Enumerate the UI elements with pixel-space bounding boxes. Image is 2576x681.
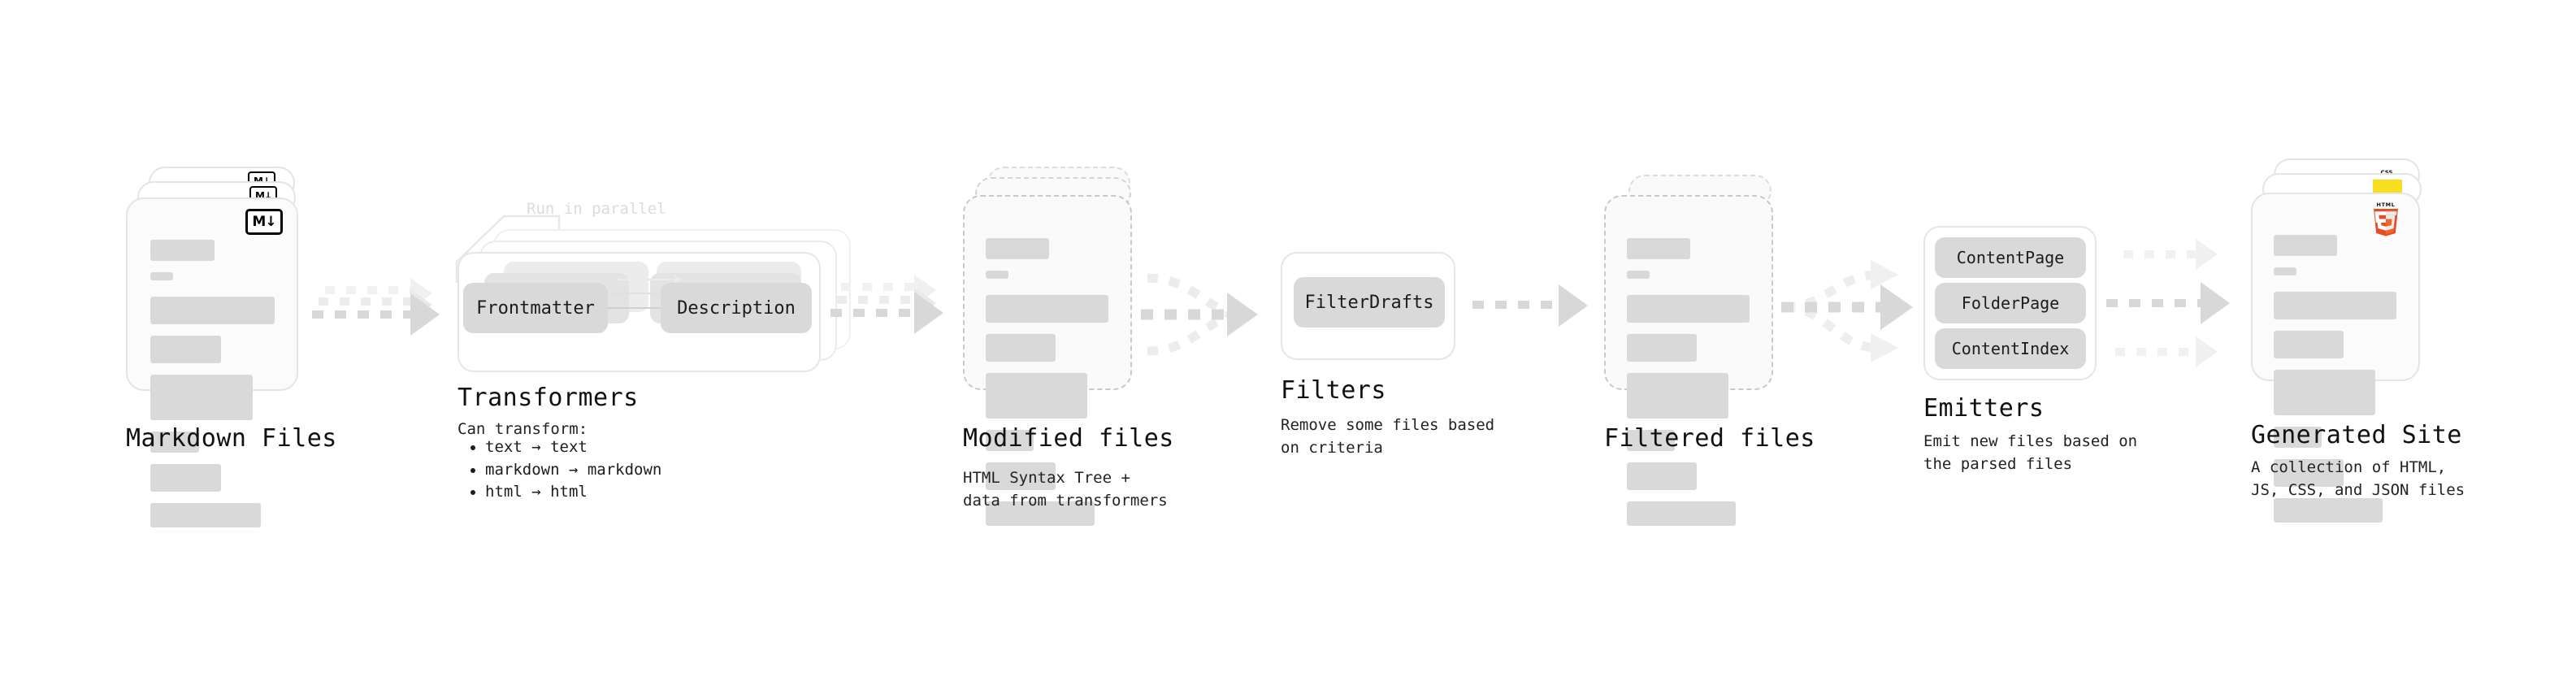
run-in-parallel-label: Run in parallel <box>527 200 666 218</box>
skeleton-bar <box>150 240 215 261</box>
skeleton-bar <box>2274 267 2297 275</box>
transformers-subtitle: Can transform: <box>458 420 588 438</box>
skeleton-bar <box>1627 501 1737 526</box>
arrow-modified-to-filters <box>1141 273 1258 356</box>
modified-skeleton <box>986 238 1112 537</box>
filters-subtitle: Remove some files based on criteria <box>1281 416 1495 457</box>
run-in-parallel-bracket <box>455 215 561 283</box>
skeleton-bar <box>2274 498 2383 523</box>
transformer-chip-frontmatter[interactable]: Frontmatter <box>463 283 608 333</box>
arrow-dash <box>2115 348 2205 356</box>
skeleton-bar <box>150 432 200 453</box>
skeleton-bar <box>1627 238 1690 259</box>
skeleton-bar <box>1627 295 1750 323</box>
arrow-head <box>914 292 943 334</box>
markdown-skeleton <box>150 240 279 539</box>
skeleton-bar <box>986 295 1109 323</box>
arrow-filtered-to-emitters <box>1781 260 1913 362</box>
markdown-files-title: Markdown Files <box>126 424 337 453</box>
skeleton-bar <box>986 334 1056 362</box>
emitter-chip-folderpage[interactable]: FolderPage <box>1935 283 2086 323</box>
arrow-head <box>410 293 440 336</box>
html5-icon: HTML <box>2374 202 2398 236</box>
skeleton-bar <box>1627 430 1676 451</box>
markdown-icon: M↓ <box>245 209 283 235</box>
skeleton-bar <box>2274 331 2344 358</box>
skeleton-bar <box>1627 334 1697 362</box>
skeleton-bar <box>1627 373 1728 419</box>
arrow-dash <box>1472 301 1568 309</box>
arrow-dash <box>837 296 925 304</box>
skeleton-bar <box>150 375 254 420</box>
arrow-head <box>2201 282 2230 324</box>
arrow-head <box>2196 239 2218 270</box>
skeleton-bar <box>2274 370 2375 415</box>
skeleton-bar <box>2274 459 2344 487</box>
list-item: text → text <box>485 436 661 459</box>
generated-site-skeleton <box>2274 235 2400 534</box>
filter-chip-filterdrafts[interactable]: FilterDrafts <box>1294 277 1445 327</box>
svg-text:HTML: HTML <box>2377 202 2396 208</box>
arrow-head <box>2196 336 2218 367</box>
filtered-files-title: Filtered files <box>1604 424 1815 453</box>
skeleton-bar <box>1627 462 1697 490</box>
skeleton-bar <box>150 503 261 527</box>
skeleton-bar <box>986 238 1049 259</box>
arrow-dash <box>312 310 414 319</box>
emitters-subtitle: Emit new files based on the parsed files <box>1923 432 2138 473</box>
skeleton-bar <box>986 271 1009 279</box>
transformer-inner-arrow-back <box>616 275 682 284</box>
arrow-dash <box>830 309 926 317</box>
skeleton-bar <box>986 430 1034 451</box>
skeleton-bar <box>2274 292 2397 319</box>
skeleton-bar <box>986 462 1056 490</box>
skeleton-bar <box>150 272 174 280</box>
emitters-title: Emitters <box>1923 394 2045 423</box>
svg-text:CSS: CSS <box>2380 170 2392 176</box>
modified-files-title: Modified files <box>963 424 1174 453</box>
skeleton-bar <box>2274 427 2322 448</box>
skeleton-bar <box>1627 271 1650 279</box>
transformers-title: Transformers <box>458 384 639 412</box>
skeleton-bar <box>150 336 221 363</box>
javascript-icon <box>2373 180 2402 196</box>
filtered-skeleton <box>1627 238 1754 537</box>
skeleton-bar <box>986 501 1095 526</box>
generated-site-title: Generated Site <box>2251 421 2462 449</box>
arrow-dash <box>319 297 414 306</box>
emitter-chip-contentindex[interactable]: ContentIndex <box>1935 328 2086 369</box>
arrow-dash <box>841 283 924 291</box>
arrow-dash <box>325 286 414 294</box>
modified-files-subtitle: HTML Syntax Tree + data from transformer… <box>963 469 1168 510</box>
skeleton-bar <box>150 464 221 492</box>
arrow-dash <box>2106 299 2208 307</box>
filters-title: Filters <box>1281 376 1386 405</box>
transformer-chip-description[interactable]: Description <box>661 283 812 333</box>
emitter-chip-contentpage[interactable]: ContentPage <box>1935 237 2086 278</box>
skeleton-bar <box>2274 235 2337 256</box>
list-item: html → html <box>485 481 661 504</box>
skeleton-bar <box>150 297 275 324</box>
skeleton-bar <box>986 373 1087 419</box>
list-item: markdown → markdown <box>485 459 661 482</box>
arrow-head <box>1559 284 1588 327</box>
generated-site-subtitle: A collection of HTML, JS, CSS, and JSON … <box>2251 458 2465 499</box>
arrow-dash <box>2123 250 2206 258</box>
transformers-bullet-list: text → text markdown → markdown html → h… <box>466 436 661 504</box>
